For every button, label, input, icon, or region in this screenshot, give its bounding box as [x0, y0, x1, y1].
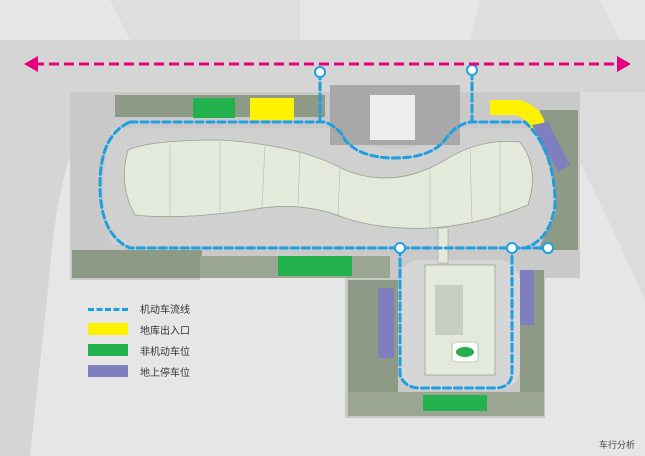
surface-parking-southeast	[520, 270, 534, 325]
bike-parking-bottom	[423, 395, 487, 411]
flow-node-south-east	[506, 242, 518, 254]
road-top	[0, 40, 645, 92]
tower-green-oval	[456, 347, 474, 357]
main-building	[123, 139, 533, 229]
road-top-bend	[110, 0, 300, 40]
diagram-caption: 车行分析	[598, 441, 635, 451]
basement-entrance-northeast	[490, 100, 545, 130]
arrow-head-left-icon	[24, 56, 38, 72]
bike-parking-south	[278, 256, 352, 276]
legend-item-basement-entrance: 地库出入口	[88, 319, 258, 339]
surface-parking-southwest	[378, 288, 394, 358]
legend-item-surface-parking: 地上停车位	[88, 361, 258, 381]
legend-label: 机动车流线	[140, 304, 190, 316]
legend-swatch-yellow	[88, 323, 128, 335]
arrow-head-right-icon	[617, 56, 631, 72]
vehicle-flow	[98, 70, 557, 390]
legend-item-bike-parking: 非机动车位	[88, 340, 258, 360]
road-right-curve	[545, 92, 645, 300]
flow-node-north-west	[314, 66, 326, 78]
city-road-arrow	[24, 56, 631, 72]
road-top-right	[470, 0, 620, 40]
flow-nodes	[314, 64, 554, 254]
legend-label: 非机动车位	[140, 346, 190, 358]
flow-node-east	[542, 242, 554, 254]
legend-item-vehicle-flow: 机动车流线	[88, 298, 258, 318]
tower-core	[435, 285, 463, 335]
flow-node-south-west	[394, 242, 406, 254]
legend-swatch-purple	[88, 365, 128, 377]
building-partitions	[169, 142, 501, 228]
legend: 机动车流线 地库出入口 非机动车位 地上停车位	[88, 298, 258, 382]
basement-entrance-north	[250, 98, 294, 120]
flow-main-ring	[98, 120, 557, 250]
legend-label: 地上停车位	[140, 367, 190, 379]
connector-bridge	[437, 227, 449, 264]
flow-node-north-east	[466, 64, 478, 76]
entrance-stairs	[370, 95, 415, 140]
greenery-south-left	[72, 250, 202, 278]
surface-parking-east	[532, 122, 570, 172]
flow-tower-ring	[398, 246, 514, 390]
legend-label: 地库出入口	[140, 325, 190, 337]
road-left-curve	[0, 92, 105, 456]
bike-parking-north	[193, 98, 235, 118]
legend-swatch-dashed-line	[88, 307, 128, 311]
legend-swatch-green	[88, 344, 128, 356]
